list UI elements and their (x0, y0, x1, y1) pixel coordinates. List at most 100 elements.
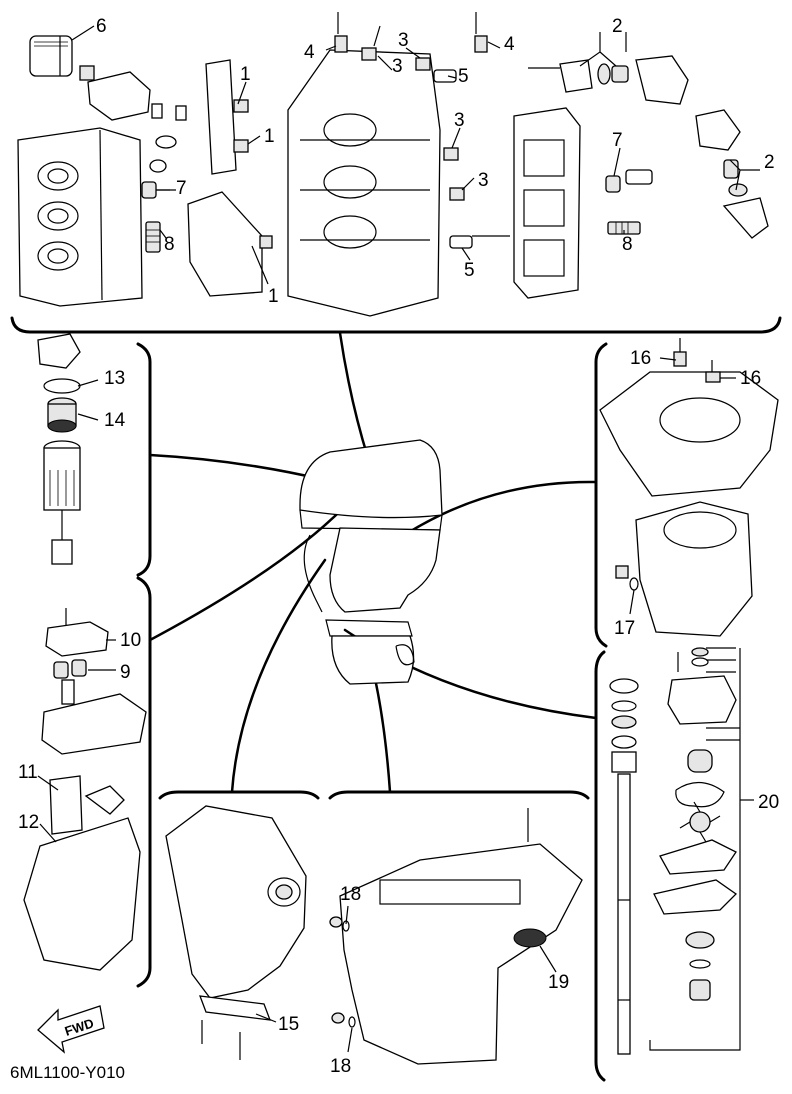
callout-15: 15 (278, 1014, 299, 1035)
thermostat-assembly-right (695, 109, 769, 239)
washer-part (149, 159, 167, 173)
lower-cover-plate (187, 191, 263, 297)
plug-upper (329, 916, 343, 928)
oil-filter-mount (87, 71, 151, 121)
lower-unit (331, 635, 415, 685)
bracket-15 (199, 995, 271, 1021)
small-bolt-a (151, 103, 163, 119)
callout-19: 19 (548, 972, 569, 993)
fuel-filter-assembly (37, 333, 81, 565)
leader-lines (37, 25, 760, 1053)
callout-6: 6 (96, 16, 107, 37)
bushing-lower (689, 979, 711, 1001)
left-upper-bracket (136, 342, 152, 577)
callout-3: 3 (398, 30, 409, 51)
pump-body (41, 693, 147, 755)
top-section-parts (17, 12, 769, 317)
callout-8: 8 (622, 234, 633, 255)
exhaust-cover-plate (205, 59, 249, 175)
filter-element-14 (47, 397, 77, 433)
right-cylinder-head (513, 107, 581, 299)
sleeve-5-top (433, 69, 457, 83)
callout-2: 2 (764, 152, 775, 173)
drawing-code: 6ML1100-Y010 (10, 1063, 125, 1082)
section-brackets (10, 316, 782, 1082)
callout-9: 9 (120, 662, 131, 683)
impeller (679, 801, 721, 843)
left-lower-bracket (136, 576, 152, 988)
callout-17: 17 (614, 618, 635, 639)
anode-3-b (415, 57, 431, 71)
anode-4-left (334, 35, 348, 53)
bearing-housing (611, 751, 637, 773)
filters-9 (53, 659, 87, 705)
bottom-left-bracket (158, 790, 320, 800)
thermostat-cap (155, 135, 177, 149)
water-pump-assembly (609, 647, 741, 1055)
top-cowling (299, 439, 443, 519)
callout-1: 1 (240, 64, 251, 85)
callout-4: 4 (304, 42, 315, 63)
oil-filter (29, 35, 95, 81)
spark-plug-left (145, 221, 161, 253)
callout-14: 14 (104, 410, 126, 431)
callout-16: 16 (740, 368, 761, 389)
outboard-motor-outline (299, 439, 443, 685)
top-section-bracket (10, 316, 782, 334)
callout-18: 18 (340, 884, 361, 905)
anode-3-c (443, 147, 459, 161)
connector-top (338, 331, 370, 460)
vapor-separator-body (23, 817, 141, 971)
callout-13: 13 (104, 368, 125, 389)
vapor-separator-assembly (23, 608, 147, 971)
callout-7: 7 (612, 130, 623, 151)
right-lower-bracket (594, 650, 606, 1082)
pump-cover-10 (45, 621, 109, 657)
callout-labels: 6 1 1 1 2 2 3 3 3 3 4 4 5 5 7 7 8 8 13 1… (10, 16, 779, 1082)
connector-bottom-right (370, 663, 392, 794)
right-upper-bracket (594, 342, 608, 648)
callout-8: 8 (164, 234, 175, 255)
gasket-11 (49, 775, 83, 835)
lower-casing (339, 843, 583, 1065)
cylinder-block (287, 49, 441, 317)
left-cylinder-head (17, 127, 143, 307)
plug-lower (331, 1012, 345, 1024)
connector-bottom-left (230, 558, 327, 794)
kit-bracket-line (649, 648, 741, 1051)
callout-1: 1 (264, 126, 275, 147)
swivel-bracket-assembly (165, 805, 307, 1060)
fwd-arrow: FWD (37, 1005, 105, 1054)
anode-4-right (474, 35, 488, 53)
callout-20: 20 (758, 792, 779, 813)
fuel-filter-bowl (43, 440, 81, 565)
callout-4: 4 (504, 34, 515, 55)
callout-5: 5 (458, 66, 469, 87)
small-bolt-b (175, 105, 187, 121)
kit-leader-lines (706, 647, 740, 741)
o-ring-13 (43, 378, 81, 394)
callout-1: 1 (268, 286, 279, 307)
callout-3: 3 (454, 110, 465, 131)
sensor-small (84, 785, 125, 815)
trim-tab-anode-19 (513, 928, 547, 948)
propeller-outline (395, 644, 415, 666)
sleeve-5-bottom (449, 235, 473, 249)
callout-3: 3 (478, 170, 489, 191)
exhaust-guide (599, 371, 779, 497)
anode-3-a (361, 47, 377, 61)
callout-18: 18 (330, 1056, 351, 1077)
gasket-18-lower (348, 1016, 356, 1028)
seal-lower (685, 931, 715, 949)
anode-16-right (705, 371, 721, 383)
drive-shaft (617, 773, 631, 1055)
gasket-17 (629, 577, 639, 591)
insert-cartridge (687, 749, 713, 773)
callout-16: 16 (630, 348, 651, 369)
callout-3: 3 (392, 56, 403, 77)
gasket-plate (653, 879, 738, 915)
connector-left-upper (148, 453, 327, 482)
bottom-right-bracket (328, 790, 590, 800)
callout-12: 12 (18, 812, 39, 833)
